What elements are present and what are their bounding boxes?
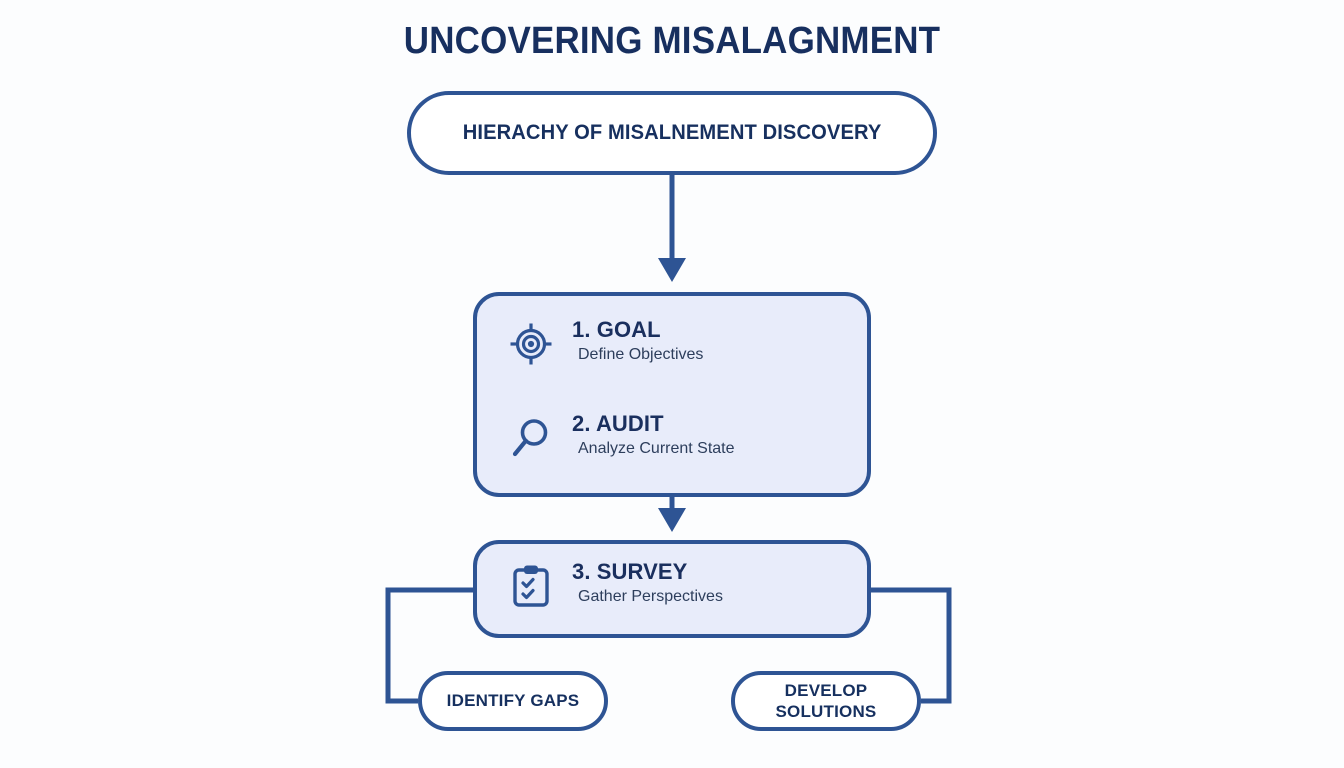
outcome-develop-solutions-line2: SOLUTIONS: [775, 702, 877, 721]
step-goal-text: 1. GOAL Define Objectives: [572, 318, 703, 365]
outcome-develop-solutions: DEVELOP SOLUTIONS: [731, 671, 921, 731]
outcome-develop-solutions-label: DEVELOP SOLUTIONS: [776, 680, 877, 723]
outcome-identify-gaps-label: IDENTIFY GAPS: [446, 691, 580, 711]
step-survey-text: 3. SURVEY Gather Perspectives: [572, 560, 723, 607]
outcome-identify-gaps: IDENTIFY GAPS: [418, 671, 608, 731]
outcome-develop-solutions-line1: DEVELOP: [784, 680, 868, 700]
clipboard-check-icon: [507, 562, 555, 610]
step-survey-subtitle: Gather Perspectives: [578, 587, 723, 605]
magnifier-icon: [507, 414, 555, 462]
arrowhead-subtitle-to-goal: [658, 258, 686, 282]
target-icon: [507, 320, 555, 368]
step-goal: 1. GOAL Define Objectives: [477, 318, 867, 368]
subtitle-label: HIERACHY OF MISALNEMENT DISCOVERY: [462, 121, 882, 144]
card-goal-audit: 1. GOAL Define Objectives 2. AUDIT Analy…: [473, 292, 871, 497]
step-audit-title: 2. AUDIT: [572, 411, 664, 436]
step-goal-subtitle: Define Objectives: [578, 345, 704, 363]
page-title: UNCOVERING MISALAGNMENT: [403, 20, 941, 62]
step-goal-title: 1. GOAL: [572, 317, 661, 342]
card-survey: 3. SURVEY Gather Perspectives: [473, 540, 871, 638]
step-survey: 3. SURVEY Gather Perspectives: [477, 544, 867, 610]
step-audit: 2. AUDIT Analyze Current State: [477, 412, 867, 462]
subtitle-box: HIERACHY OF MISALNEMENT DISCOVERY: [407, 91, 937, 175]
step-audit-text: 2. AUDIT Analyze Current State: [572, 412, 735, 459]
step-survey-title: 3. SURVEY: [572, 559, 688, 584]
step-audit-subtitle: Analyze Current State: [578, 439, 735, 457]
arrowhead-audit-to-survey: [658, 508, 686, 532]
